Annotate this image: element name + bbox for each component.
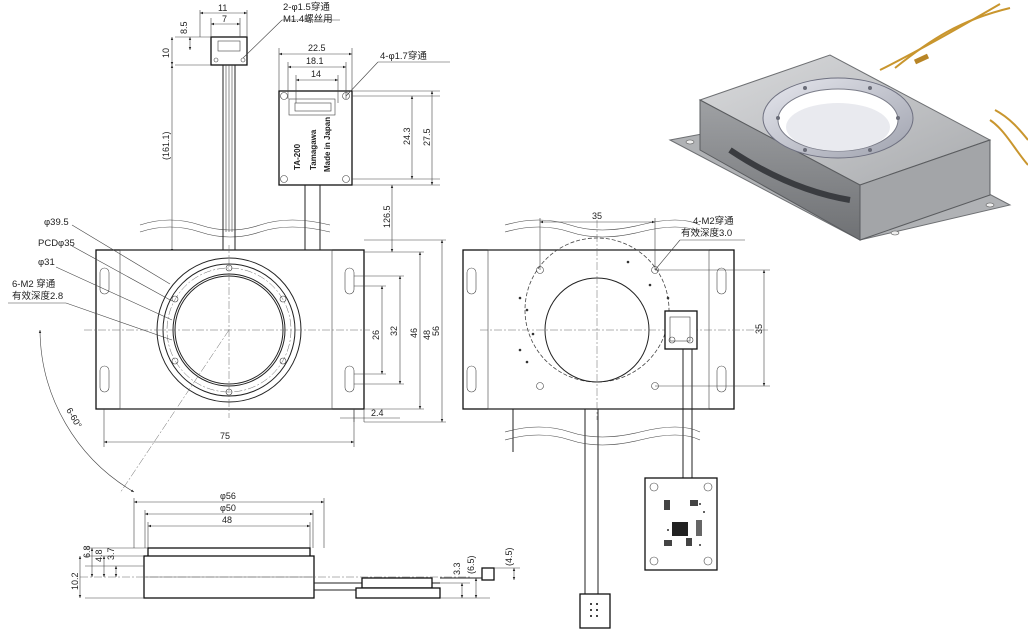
bottom-pcb (644, 477, 718, 571)
side-dim-6-5: (6.5) (466, 555, 476, 574)
pcb-dim-14: 14 (311, 69, 321, 79)
rear-dim-35-right: 35 (754, 324, 764, 334)
dim-32: 32 (389, 326, 399, 336)
side-dim-4-5: (4.5) (504, 547, 514, 566)
side-dim-3-7: 3.7 (106, 547, 116, 560)
pcb-dim-24-3: 24.3 (402, 127, 412, 145)
small-pcb (278, 90, 353, 186)
side-dim-3-3: 3.3 (452, 562, 462, 575)
rear-dim-35-top: 35 (592, 211, 602, 221)
pcb-maker-text: Tamagawa (309, 129, 318, 170)
hole-callout-2: M1.4螺丝用 (283, 13, 333, 25)
label-phi39-5: φ39.5 (44, 217, 69, 228)
label-m2-line1: 6-M2 穿通 (12, 278, 56, 290)
rear-view: 35 4-M2穿通 有效深度3.0 35 (462, 211, 770, 629)
hole-callout-1: 2-φ1.5穿通 (283, 1, 330, 13)
dim-161-1: (161.1) (161, 131, 171, 160)
dim-46: 46 (409, 328, 419, 338)
side-dim-6-8: 6.8 (82, 545, 92, 558)
pcb-origin-text: Made in Japan (323, 117, 332, 172)
pcb-dim-27-5: 27.5 (422, 128, 432, 146)
pcb-dim-126-5: 126.5 (382, 205, 392, 228)
dim-8-5: 8.5 (179, 21, 189, 34)
dim-2-4: 2.4 (371, 408, 384, 418)
dim-10: 10 (161, 48, 171, 58)
dim-75: 75 (220, 431, 230, 441)
dim-48: 48 (422, 330, 432, 340)
label-phi31: φ31 (38, 257, 55, 268)
rear-m2-callout-1: 4-M2穿通 (693, 215, 734, 227)
pcb-hole-callout: 4-φ1.7穿通 (380, 50, 427, 62)
pcb-dim-22-5: 22.5 (308, 43, 326, 53)
top-view: 11 7 8.5 10 (161.1) 2-φ1.5穿通 M1.4螺丝用 TA-… (8, 1, 450, 494)
label-pcd35: PCDφ35 (38, 238, 75, 249)
pcb-model-text: TA-200 (293, 143, 302, 170)
side-dim-phi56: φ56 (220, 491, 236, 501)
side-dim-phi50: φ50 (220, 503, 236, 513)
side-dim-10-2: 10.2 (70, 572, 80, 590)
dim-7: 7 (222, 14, 227, 24)
pcb-dim-18-1: 18.1 (306, 56, 324, 66)
encoder-3d-render (668, 3, 1028, 241)
label-m2-line2: 有效深度2.8 (12, 290, 63, 302)
dim-56: 56 (431, 326, 441, 336)
side-view: φ56 φ50 48 6.8 4.8 3.7 10.2 3.3 (6.5) (70, 491, 520, 599)
side-dim-4-8: 4.8 (94, 549, 104, 562)
side-dim-48: 48 (222, 515, 232, 525)
dim-26: 26 (371, 330, 381, 340)
rear-m2-callout-2: 有效深度3.0 (681, 227, 732, 239)
dim-11: 11 (218, 3, 227, 13)
